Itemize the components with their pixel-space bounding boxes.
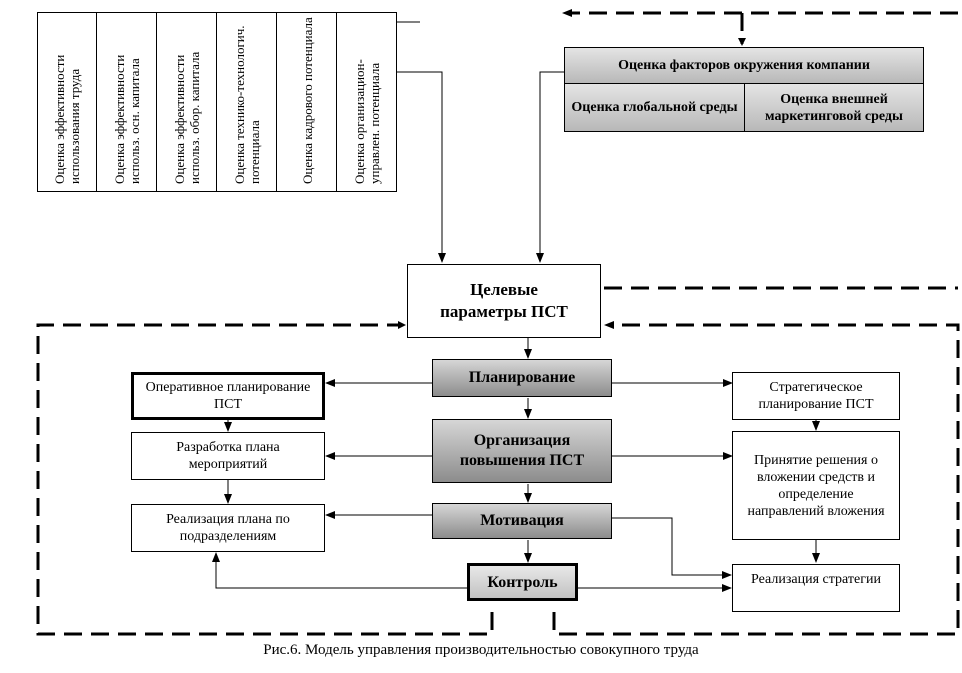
target-parameters-label: Целевые параметры ПСТ bbox=[440, 280, 568, 321]
strategy-implementation-label: Реализация стратегии bbox=[751, 572, 881, 587]
environment-title: Оценка факторов окружения компании bbox=[618, 58, 870, 73]
assessment-col-4: Оценка технико-технологич. потенциала bbox=[217, 12, 277, 192]
feedback-dashed-frame-right bbox=[552, 323, 960, 636]
assessment-label-6: Оценка организацион-управлен. потенциала bbox=[352, 59, 382, 184]
strategic-planning-box: Стратегическое планирование ПСТ bbox=[732, 372, 900, 420]
environment-marketing: Оценка внешней маркетинговой среды bbox=[765, 91, 903, 124]
motivation-label: Мотивация bbox=[480, 512, 564, 529]
planning-box: Планирование bbox=[432, 359, 612, 397]
operative-planning-label: Оперативное планирование ПСТ bbox=[145, 380, 311, 412]
environment-global-box: Оценка глобальной среды bbox=[564, 83, 745, 132]
plan-implementation-label: Реализация плана по подразделениям bbox=[166, 512, 290, 544]
assessment-col-3: Оценка эффективности использ. обор. капи… bbox=[157, 12, 217, 192]
planning-label: Планирование bbox=[468, 369, 576, 386]
assessment-col-5: Оценка кадрового потенциала bbox=[277, 12, 337, 192]
environment-title-box: Оценка факторов окружения компании bbox=[564, 47, 924, 84]
arrowhead-top-left bbox=[562, 9, 572, 17]
target-parameters-box: Целевые параметры ПСТ bbox=[407, 264, 601, 338]
arrow-environment-to-target bbox=[536, 71, 564, 263]
environment-marketing-box: Оценка внешней маркетинговой среды bbox=[744, 83, 924, 132]
plan-development-label: Разработка плана мероприятий bbox=[176, 440, 280, 472]
figure-caption: Рис.6. Модель управления производительно… bbox=[263, 642, 699, 658]
arrowhead-top-down bbox=[738, 38, 746, 46]
assessment-label-4: Оценка технико-технологич. потенциала bbox=[232, 25, 262, 184]
organization-label: Организация повышения ПСТ bbox=[459, 432, 585, 469]
arrow-control-to-plan-impl bbox=[212, 552, 468, 589]
operative-planning-box: Оперативное планирование ПСТ bbox=[131, 372, 325, 420]
control-box: Контроль bbox=[467, 563, 578, 601]
feedback-dashed-frame-left bbox=[36, 323, 494, 636]
plan-implementation-box: Реализация плана по подразделениям bbox=[131, 504, 325, 552]
motivation-box: Мотивация bbox=[432, 503, 612, 539]
arrow-motivation-to-strategy-impl bbox=[612, 517, 732, 579]
assessment-table bbox=[37, 12, 397, 192]
control-label: Контроль bbox=[487, 573, 558, 591]
investment-decision-box: Принятие решения о вложении средств и оп… bbox=[732, 431, 900, 540]
arrow-assessments-to-target bbox=[396, 71, 446, 263]
strategy-implementation-box: Реализация стратегии bbox=[732, 564, 900, 612]
arrowhead-frame-right bbox=[604, 321, 614, 329]
assessment-label-2: Оценка эффективности использ. осн. капит… bbox=[112, 54, 142, 184]
organization-box: Организация повышения ПСТ bbox=[432, 419, 612, 483]
investment-decision-label: Принятие решения о вложении средств и оп… bbox=[747, 452, 885, 519]
environment-global: Оценка глобальной среды bbox=[571, 100, 738, 115]
strategic-planning-label: Стратегическое планирование ПСТ bbox=[758, 380, 874, 412]
feedback-dashed-line-top bbox=[572, 11, 958, 44]
assessment-label-5: Оценка кадрового потенциала bbox=[299, 17, 315, 184]
assessment-col-1: Оценка эффективности использования труда bbox=[37, 12, 97, 192]
arrowhead-frame-left bbox=[398, 321, 406, 329]
plan-development-box: Разработка плана мероприятий bbox=[131, 432, 325, 480]
assessment-label-1: Оценка эффективности использования труда bbox=[52, 54, 82, 184]
assessment-col-6: Оценка организацион-управлен. потенциала bbox=[337, 12, 397, 192]
assessment-label-3: Оценка эффективности использ. обор. капи… bbox=[172, 51, 202, 184]
assessment-col-2: Оценка эффективности использ. осн. капит… bbox=[97, 12, 157, 192]
